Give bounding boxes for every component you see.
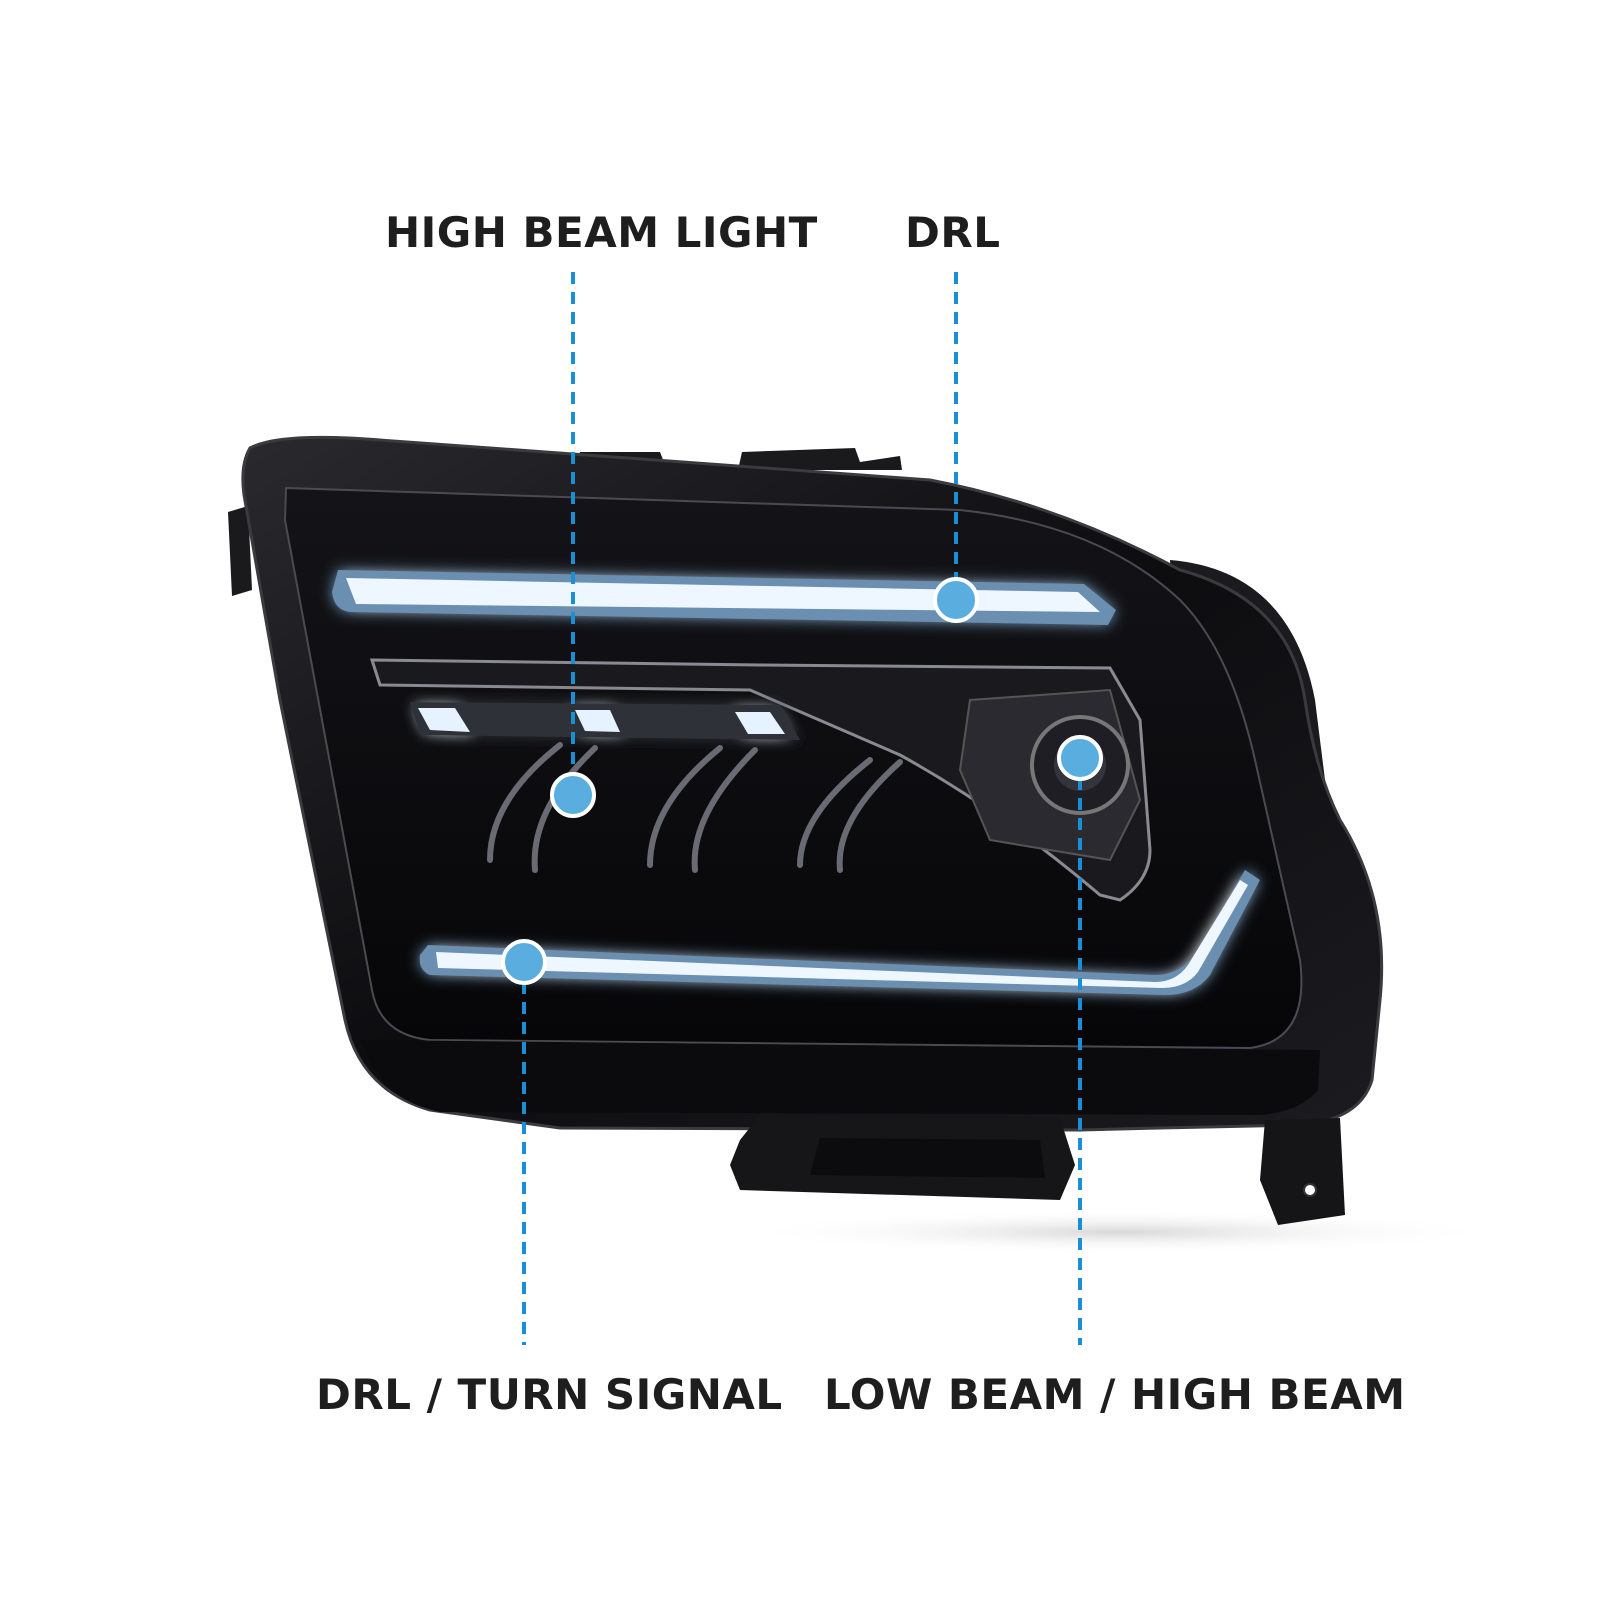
mount-hole bbox=[1303, 1183, 1317, 1197]
bottom-bracket-inner bbox=[810, 1138, 1045, 1178]
housing-lower-lip bbox=[360, 1040, 1320, 1115]
label-high-beam-light: HIGH BEAM LIGHT bbox=[385, 208, 818, 257]
mounting-clip-left bbox=[228, 506, 252, 596]
drl-upper-bar bbox=[332, 570, 1116, 625]
right-foot bbox=[1260, 1118, 1345, 1225]
mounting-tab-top bbox=[738, 448, 902, 470]
drl-turn-lower-bar bbox=[419, 870, 1260, 995]
module-trim bbox=[369, 658, 1152, 902]
projector-lens bbox=[958, 688, 1142, 862]
label-drl-turn-signal: DRL / TURN SIGNAL bbox=[316, 1370, 783, 1419]
label-drl: DRL bbox=[905, 208, 1001, 257]
floor-shadow bbox=[740, 1210, 1500, 1254]
marker-drl bbox=[933, 577, 979, 623]
high-beam-led-strip bbox=[410, 702, 800, 740]
label-low-beam-high-beam: LOW BEAM / HIGH BEAM bbox=[824, 1370, 1406, 1419]
callout-markers bbox=[501, 577, 1103, 985]
marker-low-high bbox=[1057, 735, 1103, 781]
lens-inner bbox=[283, 486, 1303, 1050]
marker-drl-turn bbox=[501, 939, 547, 985]
callout-lines bbox=[522, 272, 1082, 1345]
reflector-fins bbox=[487, 742, 903, 873]
marker-high-beam bbox=[550, 772, 596, 818]
